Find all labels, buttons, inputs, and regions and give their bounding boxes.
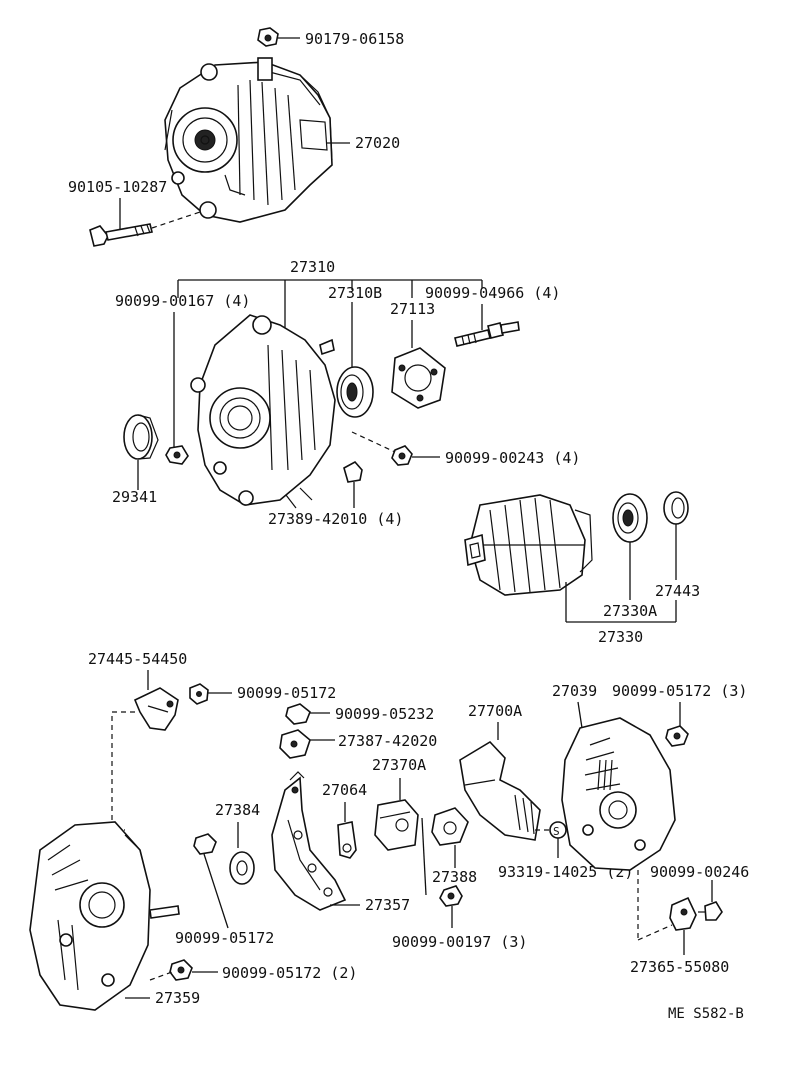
label-90099-05232: 90099-05232	[335, 705, 434, 723]
label-90099-05172-2: 90099-05172 (2)	[222, 964, 357, 982]
washer-93319: S	[549, 821, 567, 839]
label-27113: 27113	[390, 300, 435, 318]
rotor-27330	[464, 494, 593, 596]
label-90099-00167: 90099-00167 (4)	[115, 292, 250, 310]
label-27700A: 27700A	[468, 702, 522, 720]
rear-end-frame-27359	[29, 821, 180, 1011]
seal-29341	[123, 414, 159, 460]
terminal-insulator-27445	[133, 687, 179, 731]
label-27384: 27384	[215, 801, 260, 819]
insulator-washer-27384	[229, 851, 255, 885]
label-27310B: 27310B	[328, 284, 382, 302]
label-90099-05172-bottom: 90099-05172	[175, 929, 274, 947]
label-27020: 27020	[355, 134, 400, 152]
label-27039: 27039	[552, 682, 597, 700]
label-27365-55080: 27365-55080	[630, 958, 729, 976]
retainer-plate-27113	[391, 347, 446, 409]
stud-bolt-90099-04966	[454, 321, 520, 347]
rear-cover-27039	[561, 717, 676, 871]
terminal-27064	[337, 821, 357, 859]
label-27064: 27064	[322, 781, 367, 799]
screw-90099-00243	[391, 445, 413, 466]
label-27357: 27357	[365, 896, 410, 914]
nut-90179	[257, 27, 279, 47]
label-27310: 27310	[290, 258, 335, 276]
label-90099-00243: 90099-00243 (4)	[445, 449, 580, 467]
alternator-assembly	[164, 57, 333, 223]
screw-90099-00197	[439, 885, 463, 907]
rectifier-holder-27357	[271, 771, 347, 911]
nut-90099-05172-b	[193, 833, 217, 855]
bearing-27310B	[336, 366, 374, 418]
label-27387-42020: 27387-42020	[338, 732, 437, 750]
spacer-27389	[343, 460, 363, 483]
nut-90099-05172-3	[665, 725, 689, 747]
label-27370A: 27370A	[372, 756, 426, 774]
label-29341: 29341	[112, 488, 157, 506]
screw-90099-00246	[698, 901, 723, 921]
screw-90099-00167	[165, 445, 189, 465]
label-90099-04966: 90099-04966 (4)	[425, 284, 560, 302]
drive-end-frame	[190, 314, 336, 509]
label-90099-05172-top: 90099-05172	[237, 684, 336, 702]
label-27443: 27443	[655, 582, 700, 600]
bearing-cover-27443	[663, 491, 689, 525]
bolt-90105	[89, 223, 153, 247]
label-90099-00246: 90099-00246	[650, 863, 749, 881]
nut-90099-05172-2	[169, 959, 193, 981]
insulator-27387	[279, 729, 311, 759]
label-90105-10287: 90105-10287	[68, 178, 167, 196]
label-27445-54450: 27445-54450	[88, 650, 187, 668]
cover-27388	[431, 807, 469, 846]
label-27330: 27330	[598, 628, 643, 646]
insulator-27365	[669, 896, 697, 931]
label-90179-06158: 90179-06158	[305, 30, 404, 48]
label-27388: 27388	[432, 868, 477, 886]
bearing-27330A	[612, 493, 648, 543]
label-90099-00197: 90099-00197 (3)	[392, 933, 527, 951]
brush-holder-27370A	[374, 799, 419, 851]
voltage-regulator-27700A	[459, 740, 541, 841]
nut-90099-05172-a	[189, 683, 209, 705]
diagram-code: ME S582-B	[668, 1006, 744, 1022]
label-27359: 27359	[155, 989, 200, 1007]
s-mark: S	[553, 825, 560, 838]
label-90099-05172-3: 90099-05172 (3)	[612, 682, 747, 700]
label-27330A: 27330A	[603, 602, 657, 620]
label-27389-42010: 27389-42010 (4)	[268, 510, 403, 528]
nut-90099-05232	[285, 703, 311, 725]
